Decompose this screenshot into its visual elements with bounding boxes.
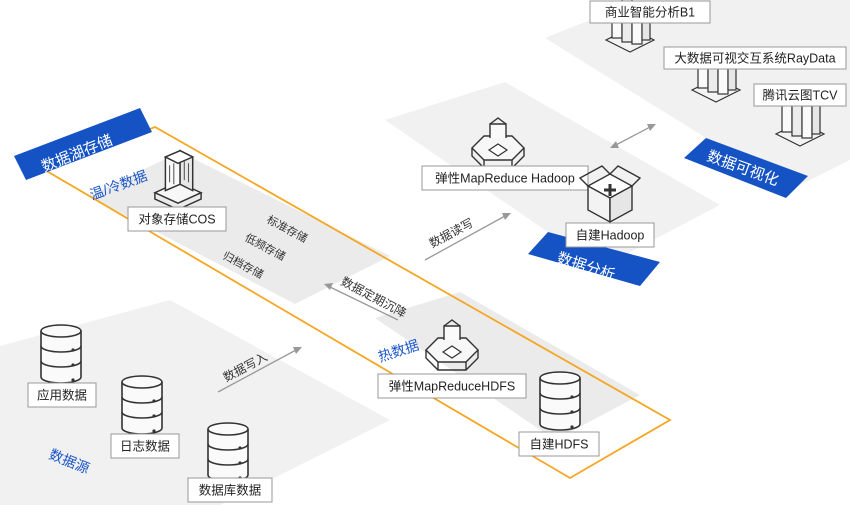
tcv-label: 腾讯云图TCV xyxy=(762,88,838,103)
db-data-node: 数据库数据 xyxy=(187,422,273,503)
log-data-label: 日志数据 xyxy=(120,439,170,454)
emr-hdfs-node: 弹性MapReduceHDFS xyxy=(377,319,527,399)
log-database-icon xyxy=(121,375,163,435)
app-data-label: 应用数据 xyxy=(37,388,87,403)
emr-hadoop-node: 弹性MapReduce Hadoop xyxy=(421,117,589,191)
bi-node: 商业智能分析B1 xyxy=(589,0,711,53)
raydata-label: 大数据可视交互系统RayData xyxy=(674,51,835,66)
lake-storage-tag: 数据湖存储 xyxy=(14,108,152,180)
read-write-arrow: 数据读写 xyxy=(424,213,511,261)
cos-label: 对象存储COS xyxy=(138,212,215,227)
source-panel xyxy=(0,300,390,505)
self-hdfs-node: 自建HDFS xyxy=(518,371,600,457)
hot-label: 热数据 xyxy=(376,337,421,365)
tcv-node: 腾讯云图TCV xyxy=(753,83,847,147)
db-data-label: 数据库数据 xyxy=(199,483,262,498)
self-hdfs-label: 自建HDFS xyxy=(529,438,588,452)
self-hadoop-label: 自建Hadoop xyxy=(576,229,645,243)
db-database-icon xyxy=(207,422,249,482)
raydata-node: 大数据可视交互系统RayData xyxy=(663,46,847,103)
cos-node: 对象存储COS xyxy=(127,149,227,232)
bi-label: 商业智能分析B1 xyxy=(605,5,695,20)
log-data-node: 日志数据 xyxy=(110,375,180,459)
app-database-icon xyxy=(40,324,82,384)
emr-hdfs-label: 弹性MapReduceHDFS xyxy=(389,380,515,394)
app-data-node: 应用数据 xyxy=(27,324,97,408)
viz-double-arrow xyxy=(610,124,656,148)
emr-hadoop-label: 弹性MapReduce Hadoop xyxy=(435,172,575,186)
hot-panel xyxy=(375,292,640,440)
self-hadoop-node: 自建Hadoop xyxy=(565,164,655,248)
analysis-tag: 数据分析 xyxy=(528,232,660,286)
self-hdfs-database-icon xyxy=(539,371,581,431)
